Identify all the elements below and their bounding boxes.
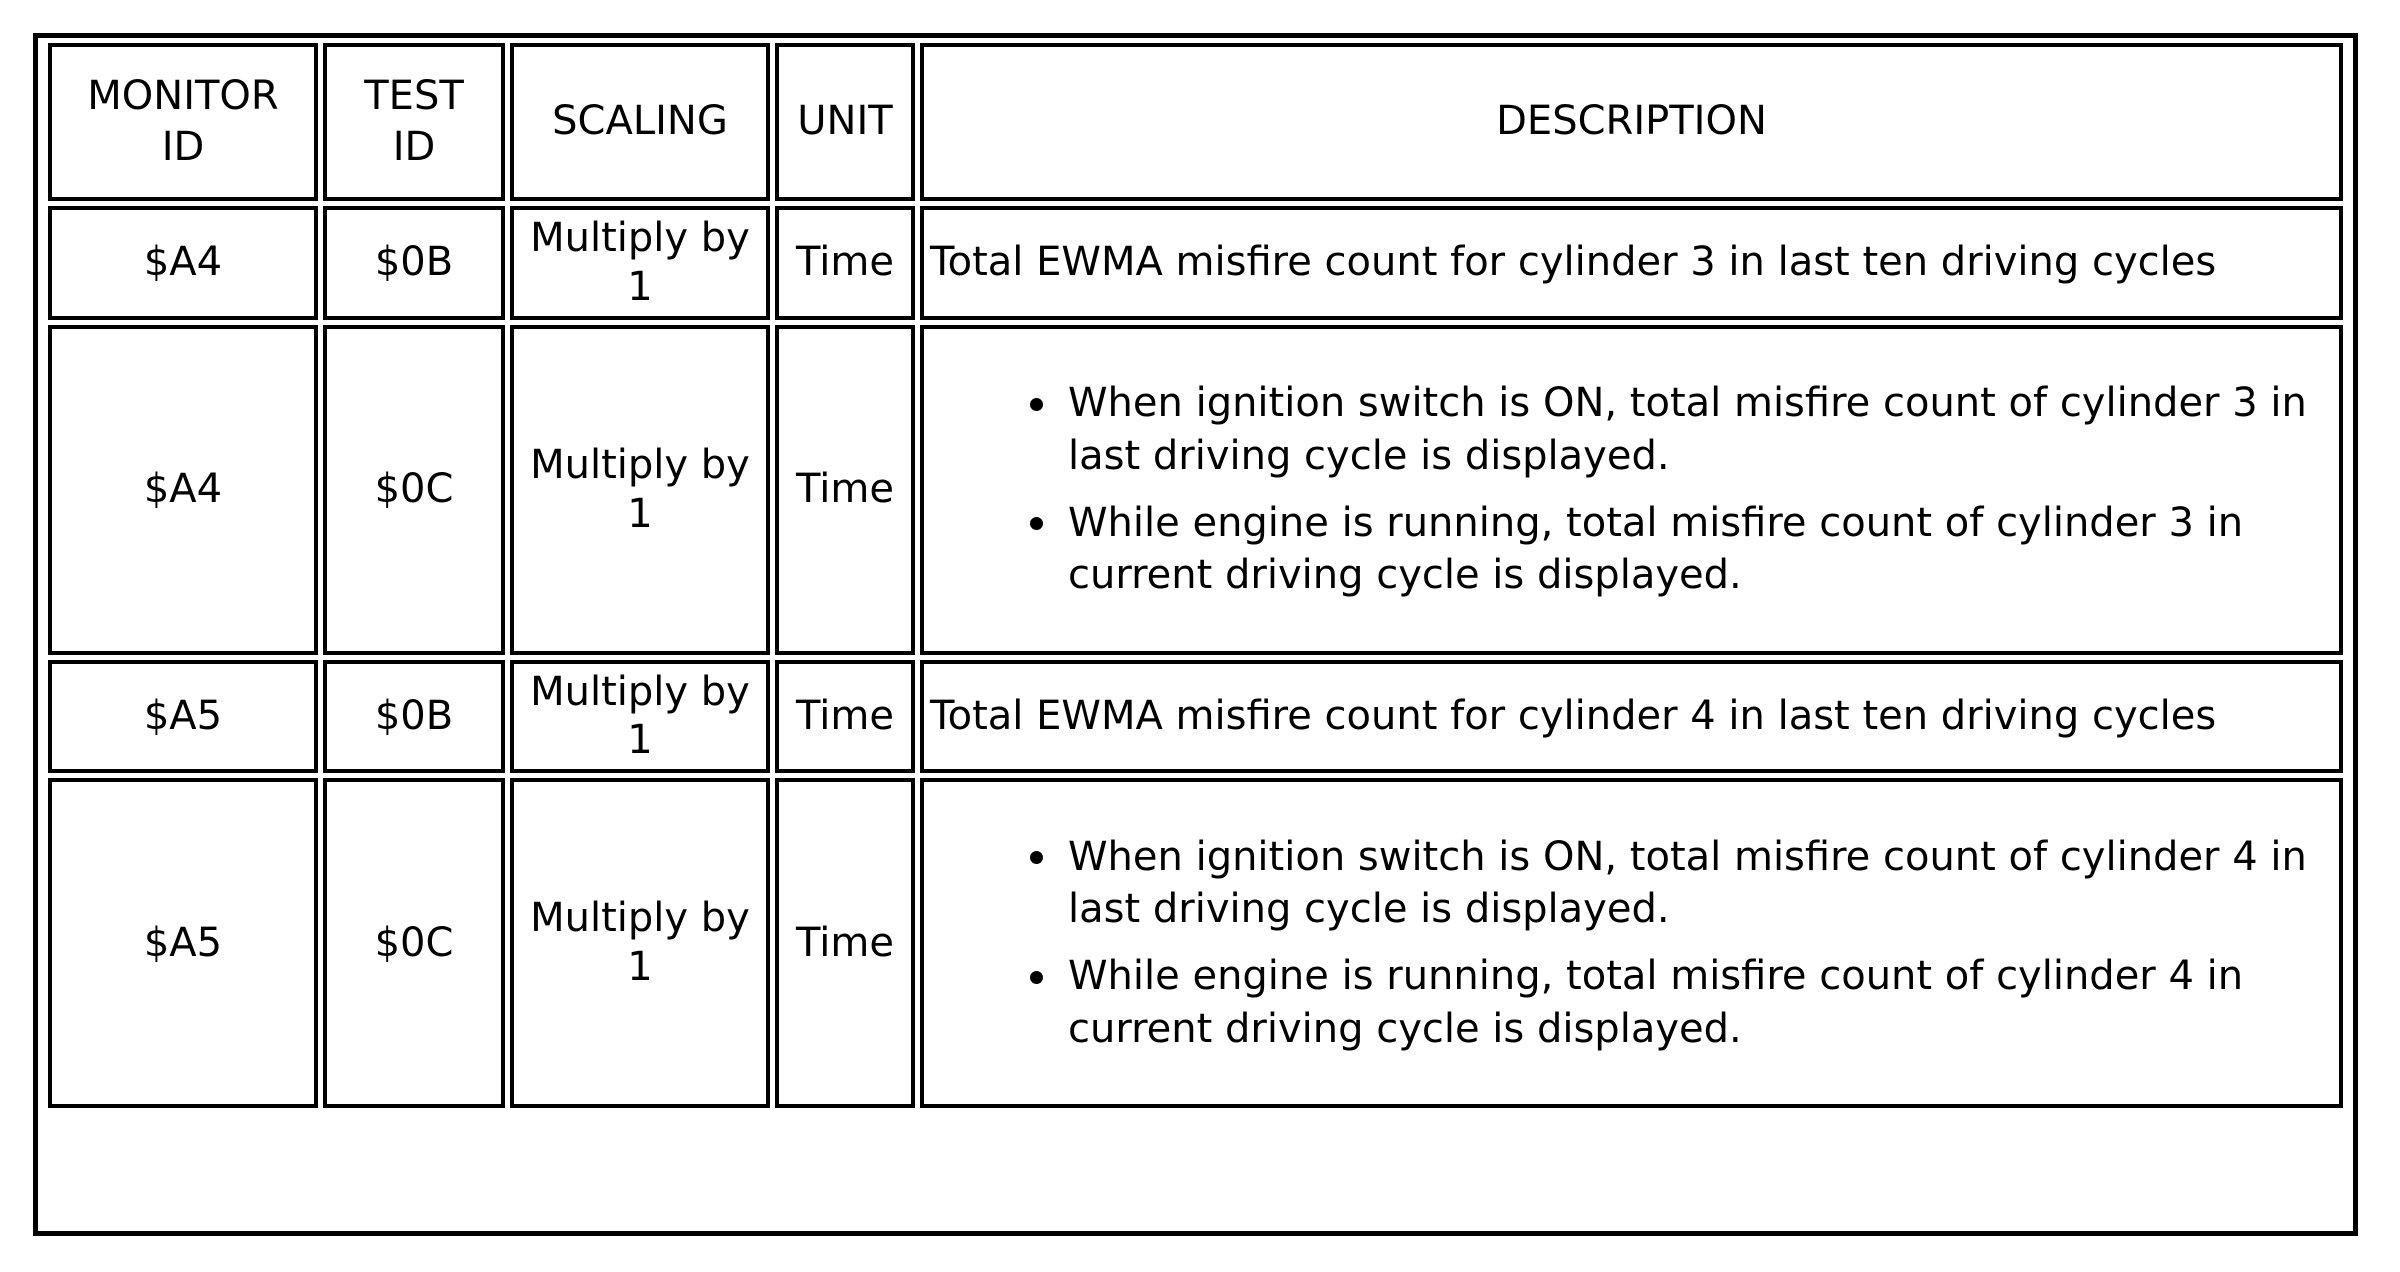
cell-unit: Time xyxy=(775,659,915,774)
column-header-monitor-id: MONITOR ID xyxy=(48,43,318,201)
description-bullet-item: When ignition switch is ON, total misfir… xyxy=(1022,377,2333,483)
cell-scaling: Multiply by 1 xyxy=(510,659,770,774)
cell-scaling: Multiply by 1 xyxy=(510,778,770,1109)
bullet-dot-icon xyxy=(1030,851,1043,865)
cell-test-id: $0C xyxy=(323,778,505,1109)
cell-scaling-line1: Multiply by xyxy=(530,895,750,942)
column-header-test-id-line1: TEST xyxy=(364,72,464,119)
cell-scaling-line2: 1 xyxy=(627,490,653,537)
table-header: MONITOR ID TEST ID SCALING UNIT DESCRIPT… xyxy=(48,43,2343,201)
cell-scaling-line1: Multiply by xyxy=(530,441,750,488)
cell-monitor-id: $A4 xyxy=(48,324,318,655)
column-header-description: DESCRIPTION xyxy=(920,43,2343,201)
column-header-unit: UNIT xyxy=(775,43,915,201)
cell-scaling-line1: Multiply by xyxy=(530,668,750,715)
description-bullet-list: When ignition switch is ON, total misfir… xyxy=(930,831,2333,1056)
cell-scaling-line2: 1 xyxy=(627,263,653,310)
cell-unit: Time xyxy=(775,778,915,1109)
cell-unit: Time xyxy=(775,206,915,320)
table-row: $A4 $0B Multiply by 1 Time Total EWMA mi… xyxy=(48,206,2343,320)
description-bullet-list: When ignition switch is ON, total misfir… xyxy=(930,377,2333,602)
column-header-monitor-id-line2: ID xyxy=(161,124,205,170)
cell-description: When ignition switch is ON, total misfir… xyxy=(920,778,2343,1109)
bullet-dot-icon xyxy=(1030,517,1043,531)
table-header-row: MONITOR ID TEST ID SCALING UNIT DESCRIPT… xyxy=(48,43,2343,201)
description-bullet-text: When ignition switch is ON, total misfir… xyxy=(1068,380,2307,479)
cell-monitor-id: $A5 xyxy=(48,778,318,1109)
bullet-dot-icon xyxy=(1030,970,1043,984)
cell-scaling-line1: Multiply by xyxy=(530,215,750,261)
column-header-test-id: TEST ID xyxy=(323,43,505,201)
description-bullet-text: While engine is running, total misfire c… xyxy=(1068,499,2244,599)
cell-scaling: Multiply by 1 xyxy=(510,206,770,320)
bullet-dot-icon xyxy=(1030,397,1043,411)
cell-test-id: $0B xyxy=(323,659,505,774)
cell-test-id: $0B xyxy=(323,206,505,320)
cell-unit: Time xyxy=(775,324,915,655)
description-bullet-item: While engine is running, total misfire c… xyxy=(1022,497,2333,603)
cell-scaling-line2: 1 xyxy=(627,717,653,764)
table-row: $A4 $0C Multiply by 1 Time When ignition… xyxy=(48,324,2343,655)
description-bullet-item: When ignition switch is ON, total misfir… xyxy=(1022,831,2333,937)
cell-description: When ignition switch is ON, total misfir… xyxy=(920,324,2343,655)
description-bullet-item: While engine is running, total misfire c… xyxy=(1022,950,2333,1056)
monitor-test-spec-table: MONITOR ID TEST ID SCALING UNIT DESCRIPT… xyxy=(43,38,2348,1113)
table-outer-frame: MONITOR ID TEST ID SCALING UNIT DESCRIPT… xyxy=(33,33,2358,1236)
cell-test-id: $0C xyxy=(323,324,505,655)
column-header-scaling: SCALING xyxy=(510,43,770,201)
cell-monitor-id: $A4 xyxy=(48,206,318,320)
table-row: $A5 $0C Multiply by 1 Time When ignition… xyxy=(48,778,2343,1109)
column-header-monitor-id-line1: MONITOR xyxy=(87,72,279,119)
cell-monitor-id: $A5 xyxy=(48,659,318,774)
column-header-test-id-line2: ID xyxy=(392,124,436,170)
cell-description: Total EWMA misfire count for cylinder 3 … xyxy=(920,206,2343,320)
description-bullet-text: When ignition switch is ON, total misfir… xyxy=(1068,833,2307,933)
cell-scaling: Multiply by 1 xyxy=(510,324,770,655)
cell-description: Total EWMA misfire count for cylinder 4 … xyxy=(920,659,2343,774)
table-body: $A4 $0B Multiply by 1 Time Total EWMA mi… xyxy=(48,206,2343,1109)
cell-scaling-line2: 1 xyxy=(627,944,653,991)
description-bullet-text: While engine is running, total misfire c… xyxy=(1068,953,2244,1052)
table-row: $A5 $0B Multiply by 1 Time Total EWMA mi… xyxy=(48,659,2343,774)
